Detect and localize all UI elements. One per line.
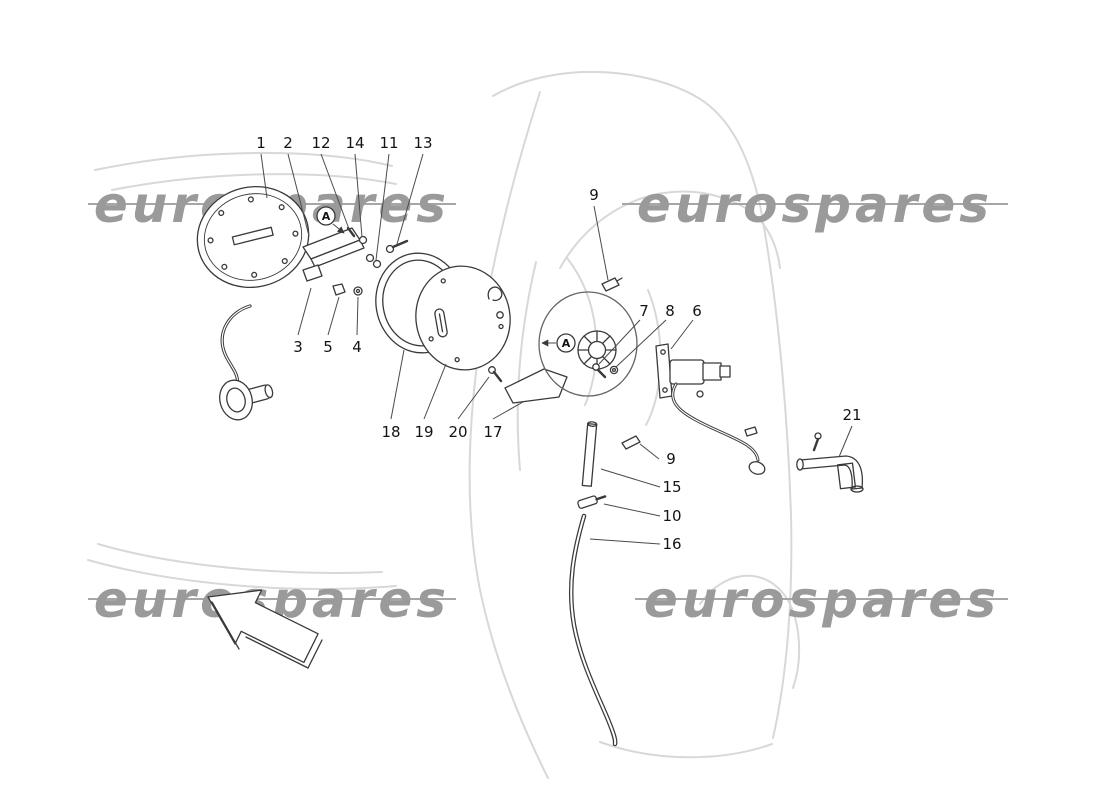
callout-6: 6 bbox=[670, 302, 702, 350]
drain-tube-assembly bbox=[568, 421, 618, 747]
callout-16: 16 bbox=[589, 535, 682, 553]
body-fuel-recess bbox=[538, 291, 638, 397]
watermark-top-right: eurospares bbox=[622, 176, 1008, 234]
callout-2: 2 bbox=[283, 134, 310, 237]
callout-17: 17 bbox=[483, 401, 524, 441]
callout-label: 7 bbox=[639, 302, 649, 320]
callout-21: 21 bbox=[838, 406, 862, 458]
callout-label: 2 bbox=[283, 134, 293, 152]
washer bbox=[358, 235, 368, 245]
callout-label: 17 bbox=[483, 423, 502, 441]
callout-5: 5 bbox=[323, 296, 340, 356]
screw-head bbox=[592, 363, 600, 371]
latch-hook bbox=[487, 286, 503, 302]
callout-label: 20 bbox=[448, 423, 467, 441]
callout-11: 11 bbox=[375, 134, 399, 261]
callout-3: 3 bbox=[293, 287, 312, 356]
cable-clip bbox=[744, 426, 758, 437]
callout-label: 8 bbox=[665, 302, 675, 320]
callout-label: 3 bbox=[293, 338, 303, 356]
callout-7: 7 bbox=[598, 302, 649, 365]
screw-head bbox=[385, 244, 395, 254]
callout-label: 10 bbox=[662, 507, 681, 525]
callout-label: 5 bbox=[323, 338, 333, 356]
detail-a-label: A bbox=[322, 210, 331, 223]
callout-4: 4 bbox=[352, 296, 362, 356]
diagram: A bbox=[196, 185, 864, 747]
fuel-door-inner-panel bbox=[415, 265, 511, 383]
callout-13: 13 bbox=[396, 134, 433, 245]
callout-label: 1 bbox=[256, 134, 266, 152]
callout-label: 11 bbox=[379, 134, 398, 152]
washer bbox=[609, 365, 619, 375]
lock-actuator-assembly bbox=[655, 343, 766, 475]
clip-lower bbox=[621, 435, 641, 450]
callout-label: 13 bbox=[413, 134, 432, 152]
fuel-cap-tether bbox=[219, 304, 274, 421]
callout-label: 21 bbox=[842, 406, 861, 424]
nut bbox=[332, 283, 346, 296]
cable-loop bbox=[748, 461, 766, 475]
detail-a-marker-left: A bbox=[316, 206, 345, 234]
callout-8: 8 bbox=[615, 302, 675, 368]
detail-a-marker-right: A bbox=[541, 333, 576, 353]
fuel-door-outer-disc bbox=[196, 185, 310, 289]
callout-9-lower: 9 bbox=[639, 443, 676, 468]
callout-label: 12 bbox=[311, 134, 330, 152]
callout-12: 12 bbox=[311, 134, 350, 230]
callout-14: 14 bbox=[345, 134, 365, 238]
clip-upper bbox=[601, 277, 623, 292]
callout-label: 14 bbox=[345, 134, 364, 152]
callout-10: 10 bbox=[603, 503, 682, 525]
callouts: 1 2 12 14 11 13 9 7 bbox=[256, 134, 861, 553]
washer bbox=[353, 286, 363, 296]
callout-label: 19 bbox=[414, 423, 433, 441]
watermark-text: eurospares bbox=[637, 176, 993, 234]
hinge-bracket bbox=[302, 226, 409, 296]
callout-15: 15 bbox=[600, 468, 682, 496]
callout-label: 16 bbox=[662, 535, 681, 553]
screw-and-washer bbox=[592, 363, 619, 379]
lower-bracket bbox=[302, 264, 323, 282]
watermark-text: eurospares bbox=[644, 571, 1000, 629]
deflector-plate bbox=[504, 368, 568, 404]
callout-label: 9 bbox=[666, 450, 676, 468]
washer bbox=[372, 259, 382, 269]
washer bbox=[365, 253, 375, 263]
release-handle bbox=[796, 432, 864, 493]
callout-label: 4 bbox=[352, 338, 362, 356]
callout-label: 6 bbox=[692, 302, 702, 320]
callout-18: 18 bbox=[381, 349, 405, 441]
direction-arrow bbox=[207, 589, 323, 669]
callout-label: 15 bbox=[662, 478, 681, 496]
callout-19: 19 bbox=[414, 363, 447, 441]
callout-20: 20 bbox=[448, 376, 490, 441]
callout-9-top: 9 bbox=[589, 186, 609, 281]
callout-label: 9 bbox=[589, 186, 599, 204]
watermark-bottom-right: eurospares bbox=[635, 571, 1008, 629]
callout-label: 18 bbox=[381, 423, 400, 441]
callout-1: 1 bbox=[256, 134, 268, 199]
detail-a-label: A bbox=[562, 337, 571, 350]
